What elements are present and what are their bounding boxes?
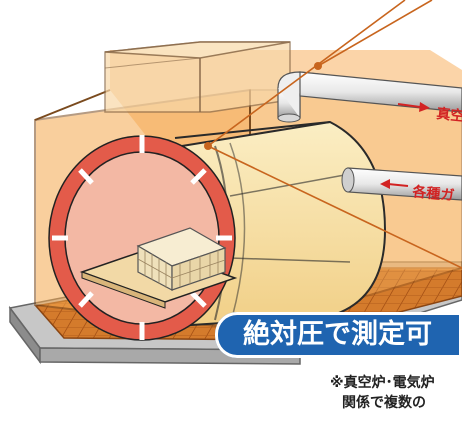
leader-lines xyxy=(204,0,462,269)
furnace-load xyxy=(79,227,238,309)
vacuum-flow-arrow xyxy=(397,102,430,112)
top-box xyxy=(104,41,291,113)
absolute-pressure-badge: 絶対圧で測定可 xyxy=(215,312,462,358)
vacuum-arrow-label: 真空 xyxy=(436,105,462,125)
gas-arrow-label: 各種ガ xyxy=(411,183,456,204)
footnote-line-2: 関係で複数の xyxy=(342,395,426,411)
footnote-line-1: ※真空炉･電気炉 xyxy=(330,375,435,391)
gas-flow-arrow xyxy=(380,179,409,189)
gas-pipe xyxy=(341,167,462,201)
